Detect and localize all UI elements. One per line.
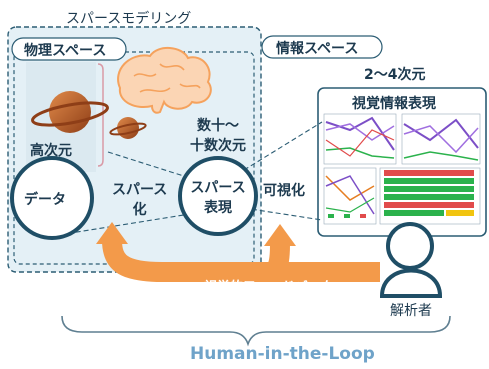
data-circle — [10, 156, 94, 240]
physical-space-tag — [11, 37, 127, 61]
high-dim-label: 高次元 — [30, 143, 72, 159]
mini-table — [379, 167, 481, 225]
sparsify-label: スパース 化 — [112, 182, 168, 218]
hitl-label: Human-in-the-Loop — [190, 344, 375, 364]
feedback-label: 視覚的フィードバック — [204, 280, 334, 295]
feedback-arrow — [96, 222, 380, 282]
visualize-label: 可視化 — [263, 183, 305, 199]
mini-plot-parallel-1 — [323, 113, 397, 165]
sparse-repr-circle — [178, 156, 258, 236]
mini-plot-parallel-2 — [401, 113, 481, 165]
visual-info-label: 視覚情報表現 — [352, 96, 436, 112]
mini-plot-lines — [323, 167, 377, 225]
analyst-label: 解析者 — [390, 303, 432, 319]
small-planet-icon — [109, 117, 147, 139]
brain-icon — [117, 47, 212, 114]
sparse-modeling-label: スパースモデリング — [66, 11, 192, 27]
physical-space-label: 物理スペース — [24, 43, 107, 59]
projection-lines — [51, 121, 323, 237]
matrix-bracket — [97, 63, 104, 167]
information-space-label: 情報スペース — [276, 41, 359, 57]
information-space-tag — [261, 35, 383, 59]
planet-icon — [31, 91, 109, 133]
analyst-icon — [379, 222, 443, 298]
data-label: データ — [24, 192, 66, 208]
sparse-repr-label: スパース 表現 — [190, 180, 246, 216]
dims-label: 数十～ 十数次元 — [190, 118, 246, 154]
hitl-brace — [61, 315, 451, 347]
dims-2-4-label: 2～4次元 — [364, 67, 426, 83]
